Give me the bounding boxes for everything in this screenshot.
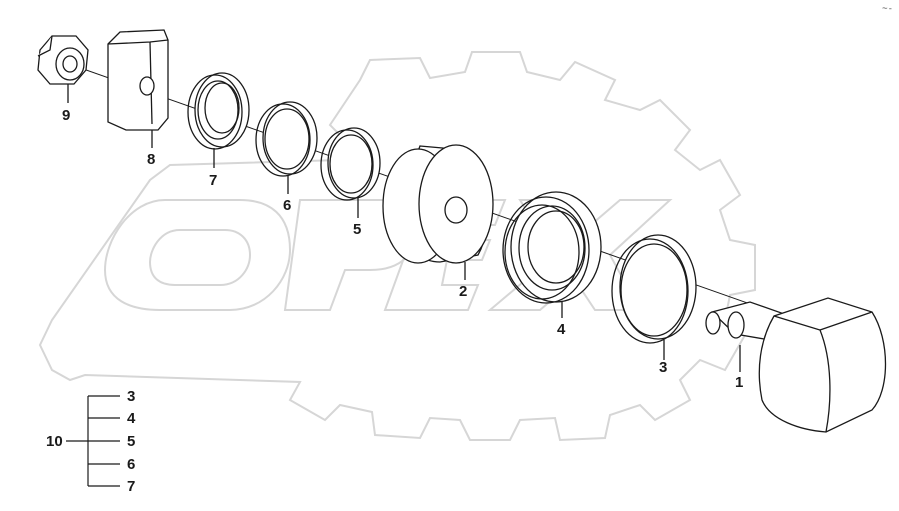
callout-part-9: 9 <box>62 107 71 124</box>
bearing-part-4 <box>502 191 602 318</box>
kit-legend-bracket <box>66 395 120 487</box>
callout-part-5: 5 <box>353 221 362 238</box>
kit-legend-item: 7 <box>127 478 136 495</box>
callout-part-1: 1 <box>735 374 744 391</box>
callout-part-7: 7 <box>209 172 218 189</box>
callout-part-4: 4 <box>557 321 566 338</box>
kit-legend-item: 4 <box>127 410 136 427</box>
callout-part-6: 6 <box>283 197 292 214</box>
callout-part-8: 8 <box>147 151 156 168</box>
hex-nut-part-9 <box>37 35 89 103</box>
bracket-plate-part-8 <box>107 29 169 148</box>
seal-ring-part-7 <box>187 72 250 168</box>
kit-legend-group-label: 10 <box>46 433 63 450</box>
kit-legend-item: 6 <box>127 456 136 473</box>
ring-part-5 <box>320 127 381 218</box>
callout-part-2: 2 <box>459 283 468 300</box>
outer-ring-part-3 <box>611 234 697 360</box>
kit-legend-item: 5 <box>127 433 136 450</box>
kit-legend-item: 3 <box>127 388 136 405</box>
shaft-knob-part-1 <box>705 297 887 433</box>
callout-part-3: 3 <box>659 359 668 376</box>
corner-mark: ~- <box>882 4 893 14</box>
roller-drum-part-2 <box>382 144 494 280</box>
ring-part-6 <box>255 101 318 194</box>
